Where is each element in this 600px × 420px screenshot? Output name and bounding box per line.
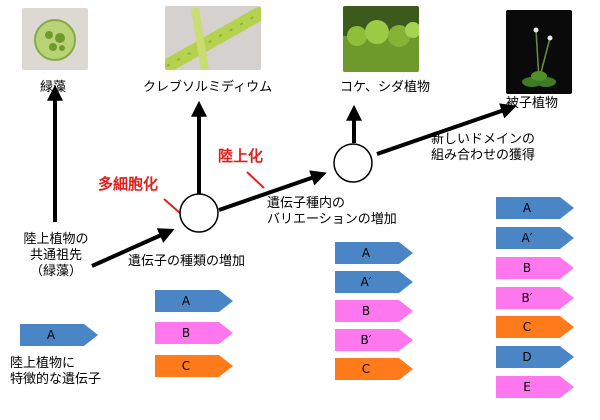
label-moss-fern: コケ、シダ植物 (340, 80, 430, 95)
pointer-terrestrial (246, 171, 265, 189)
arrow-node2-to-angiosperm (376, 103, 517, 156)
label-multicellularity: 多細胞化 (98, 175, 159, 193)
arrow-node1-to-node2 (218, 170, 327, 212)
node-multicellularity (179, 193, 219, 233)
green-algae-photo (22, 8, 88, 70)
gene-arrow-group3-b-prime: B′ (496, 287, 574, 309)
gene-arrow-group3-b: B (496, 257, 574, 279)
label-gene-increase: 遺伝子の種類の増加 (128, 254, 246, 269)
gene-arrow-group2-b-prime: B′ (335, 329, 413, 351)
green-algae-cell-image (34, 19, 76, 61)
gene-arrow-group2-c: C (335, 358, 413, 380)
gene-arrow-group1-a: A (155, 290, 233, 312)
gene-arrow-group2-a-prime: A′ (335, 271, 413, 293)
label-green-algae: 緑藻 (40, 80, 67, 95)
gene-arrow-group1-c: C (155, 355, 233, 377)
label-land-specific-gene: 陸上植物に 特徴的な遺伝子 (10, 356, 102, 387)
gene-arrow-group3-a: A (496, 197, 574, 219)
node-terrestrialization (333, 143, 373, 183)
klebsormidium-filament-image (165, 7, 261, 70)
label-variation-increase: 遺伝子種内の バリエーションの増加 (267, 196, 397, 227)
angiosperm-photo (506, 10, 572, 94)
label-terrestrialization: 陸上化 (218, 147, 264, 165)
gene-arrow-group2-b: B (335, 300, 413, 322)
label-new-domain: 新しいドメインの 組み合わせの獲得 (431, 132, 536, 163)
moss-fern-photo (343, 6, 419, 72)
arrow-ancestor-to-node1 (91, 228, 175, 268)
label-angiosperm: 被子植物 (506, 96, 559, 111)
gene-arrow-group3-d: D (496, 346, 574, 368)
label-klebsormidium: クレブソルミディウム (143, 80, 273, 95)
gene-arrow-group1-b: B (155, 322, 233, 344)
gene-arrow-group3-c: C (496, 316, 574, 338)
moss-image (343, 20, 419, 72)
pointer-multicell (163, 198, 181, 214)
flowering-plant-image (522, 27, 556, 87)
klebsormidium-photo (165, 6, 261, 70)
label-common-ancestor: 陸上植物の 共通祖先 （緑藻） (23, 232, 89, 279)
gene-arrow-legend-a: A (20, 324, 98, 346)
gene-arrow-group2-a: A (335, 242, 413, 264)
gene-arrow-group3-a-prime: A′ (496, 227, 574, 249)
gene-arrow-group3-e: E (496, 376, 574, 398)
